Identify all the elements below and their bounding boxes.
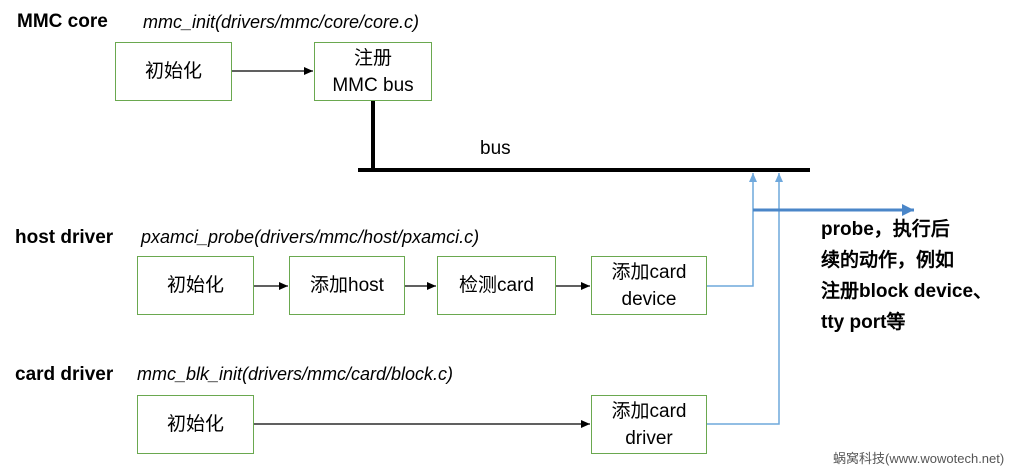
card-init-label: 初始化	[166, 414, 224, 435]
detect-card-box: 检测card	[437, 256, 556, 315]
add-card-device-box: 添加card device	[591, 256, 707, 315]
register-mmc-bus-box: 注册 MMC bus	[314, 42, 432, 101]
register-mmc-bus-label: 注册 MMC bus	[332, 47, 414, 96]
host-driver-title: host driver	[15, 227, 114, 248]
mmc-core-title: MMC core	[17, 11, 108, 32]
host-driver-function: pxamci_probe(drivers/mmc/host/pxamci.c)	[141, 227, 480, 247]
add-card-driver-label: 添加card driver	[611, 400, 687, 449]
add-card-driver-box: 添加card driver	[591, 395, 707, 454]
mmc-core-function: mmc_init(drivers/mmc/core/core.c)	[143, 12, 420, 32]
card-driver-function: mmc_blk_init(drivers/mmc/card/block.c)	[137, 364, 454, 384]
host-init-label: 初始化	[166, 275, 224, 296]
connector-card-driver-to-bus	[707, 173, 783, 425]
card-driver-title: card driver	[15, 364, 114, 385]
detect-card-label: 检测card	[459, 275, 534, 296]
bus-label: bus	[480, 138, 511, 159]
connector-card-device-to-bus	[707, 173, 757, 287]
card-init-box: 初始化	[137, 395, 254, 454]
watermark: 蜗窝科技(www.wowotech.net)	[833, 451, 1005, 466]
mmc-core-init-box: 初始化	[115, 42, 232, 101]
host-init-box: 初始化	[137, 256, 254, 315]
add-card-device-label: 添加card device	[611, 261, 687, 310]
add-host-label: 添加host	[310, 275, 384, 296]
mmc-core-init-label: 初始化	[144, 61, 202, 82]
probe-note: probe，执行后 续的动作，例如 注册block device、 tty po…	[821, 219, 993, 333]
add-host-box: 添加host	[289, 256, 405, 315]
